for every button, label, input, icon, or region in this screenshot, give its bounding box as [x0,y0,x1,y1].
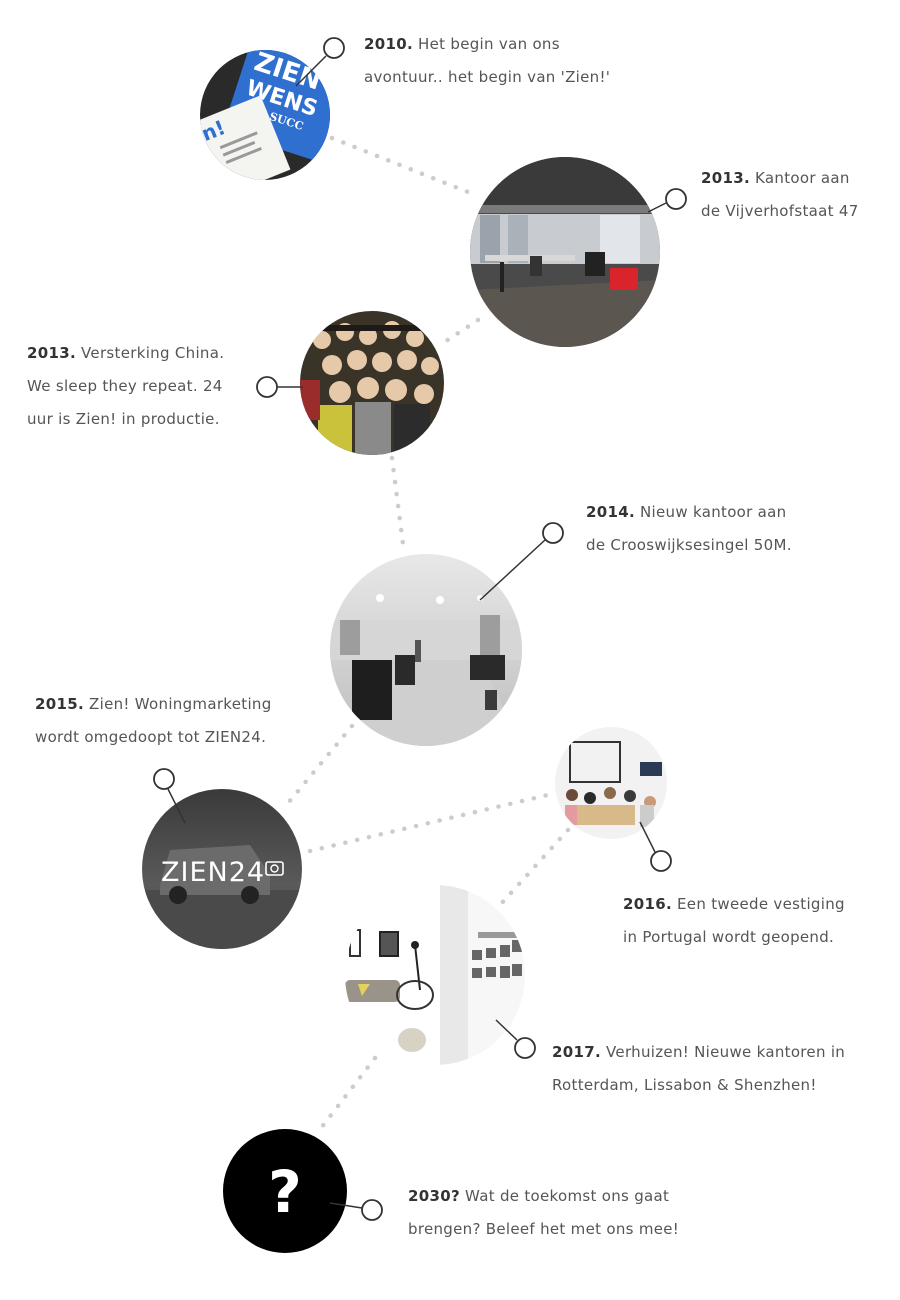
entry-year: 2016. [623,895,672,913]
entry-line-2: de Vijverhofstaat 47 [701,202,859,220]
node-ring [323,37,345,59]
photo-2013-office [470,157,660,347]
entry-line-1: Versterking China. [81,344,225,362]
node-ring [361,1199,383,1221]
entry-year: 2017. [552,1043,601,1061]
entry-2030: 2030? Wat de toekomst ons gaat brengen? … [408,1180,679,1246]
node-ring [153,768,175,790]
node-ring [650,850,672,872]
node-ring [665,188,687,210]
connector-2015 [153,768,186,824]
connector-2017 [495,1019,536,1059]
photo-2015-zien24-car: ZIEN24 [142,789,302,949]
entry-2017: 2017. Verhuizen! Nieuwe kantoren in Rott… [552,1036,845,1102]
entry-line-1: Het begin van ons [418,35,560,53]
entry-line-3: uur is Zien! in productie. [27,410,220,428]
photo-2017-new-office [345,885,525,1065]
camera-icon [265,861,284,876]
entry-year: 2010. [364,35,413,53]
entry-line-1: Verhuizen! Nieuwe kantoren in [606,1043,846,1061]
zien24-logo-text: ZIEN24 [161,857,265,888]
entry-line-1: Kantoor aan [755,169,850,187]
entry-line-2: We sleep they repeat. 24 [27,377,223,395]
entry-line-2: avontuur.. het begin van 'Zien!' [364,68,611,86]
entry-year: 2030? [408,1187,460,1205]
entry-line-2: Rotterdam, Lissabon & Shenzhen! [552,1076,817,1094]
node-ring [514,1037,536,1059]
entry-2016: 2016. Een tweede vestiging in Portugal w… [623,888,845,954]
entry-2013-office: 2013. Kantoor aan de Vijverhofstaat 47 [701,162,859,228]
connector-2030 [329,1199,383,1221]
entry-year: 2014. [586,503,635,521]
entry-2013-china: 2013. Versterking China. We sleep they r… [27,337,224,436]
node-ring [256,376,278,398]
entry-line-1: Een tweede vestiging [677,895,845,913]
entry-line-2: brengen? Beleef het met ons mee! [408,1220,680,1238]
dotted-path [281,135,571,1135]
photo-2013-china-team [300,311,444,455]
photo-2016-portugal [555,727,667,839]
entry-year: 2015. [35,695,84,713]
entry-2014: 2014. Nieuw kantoor aan de Crooswijksesi… [586,496,792,562]
entry-line-2: de Crooswijksesingel 50M. [586,536,792,554]
connector-2013-china [256,376,303,398]
entry-line-2: in Portugal wordt geopend. [623,928,835,946]
entry-line-2: wordt omgedoopt tot ZIEN24. [35,728,267,746]
entry-2015: 2015. Zien! Woningmarketing wordt omgedo… [35,688,272,754]
entry-2010: 2010. Het begin van ons avontuur.. het b… [364,28,610,94]
entry-line-1: Nieuw kantoor aan [640,503,787,521]
connector-2014 [479,522,564,601]
future-circle-2030: ? [223,1129,347,1253]
connector-2010 [295,37,345,87]
photo-2010-business-card: ZIEN WENS EEN SUCC ien! [200,50,330,180]
connector-2013-office [647,188,687,213]
question-mark: ? [268,1158,302,1226]
entry-line-1: Zien! Woningmarketing [89,695,272,713]
node-ring [542,522,564,544]
entry-year: 2013. [27,344,76,362]
entry-year: 2013. [701,169,750,187]
connector-2016 [639,821,672,872]
photo-2014-office [330,554,522,746]
entry-line-1: Wat de toekomst ons gaat [465,1187,670,1205]
